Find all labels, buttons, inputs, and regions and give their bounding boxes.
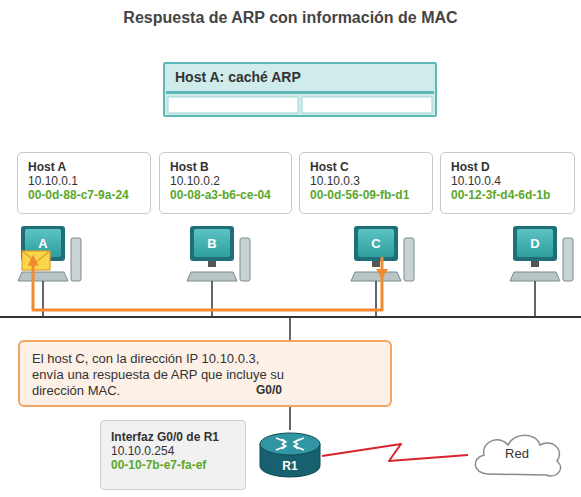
node-heading: Host C: [310, 160, 422, 174]
pc-tower: [240, 238, 250, 281]
router-top: [260, 433, 320, 455]
edge-group: [33, 257, 468, 461]
keyboard: [510, 272, 560, 281]
table-cell: [302, 97, 432, 113]
monitor-bezel: [21, 226, 65, 261]
node-text: 00-0d-56-09-fb-d1: [310, 188, 422, 202]
keyboard: [187, 272, 237, 281]
table-cell: [168, 97, 298, 113]
serial-link: [322, 444, 468, 461]
note-box: El host C, con la dirección IP 10.10.0.3…: [18, 340, 392, 407]
router-arrows: [276, 438, 304, 450]
pc-a-body: [18, 226, 81, 317]
pc-screen: B: [194, 229, 230, 257]
pc-screen: A: [25, 229, 61, 257]
pc-drop-wire: [375, 281, 377, 317]
node-text: 00-12-3f-d4-6d-1b: [451, 188, 564, 202]
host-info-box: Host D10.10.0.400-12-3f-d4-6d-1b: [440, 152, 575, 214]
monitor-bezel: [354, 226, 398, 261]
cloud-symbol: Red: [468, 428, 566, 482]
pc-drop-wire: [42, 281, 44, 317]
pc-d-body: [510, 226, 573, 317]
pc-b-body: [187, 226, 250, 317]
keyboard: [18, 272, 68, 281]
arp-reply-arrow: [33, 257, 382, 310]
arp-cache-box: Host A: caché ARP: [163, 62, 437, 117]
pc-drop-wire: [534, 281, 536, 317]
router-symbol: R1: [258, 428, 322, 484]
node-text: 10.10.0.3: [310, 174, 422, 188]
pc-tower: [71, 238, 81, 281]
node-heading: El host C, con la dirección IP 10.10.0.3…: [32, 351, 287, 399]
node-heading: C: [371, 236, 380, 251]
node-heading: Host A: [28, 160, 140, 174]
pc-tower: [404, 238, 414, 281]
envelope-flap: [22, 251, 50, 262]
node-heading: Red: [468, 446, 566, 461]
node-text: 10.10.0.1: [28, 174, 140, 188]
monitor-stand: [531, 261, 539, 267]
node-text: 10.10.0.254: [111, 444, 235, 458]
monitor-stand: [39, 261, 47, 267]
pc-c-body: [351, 226, 414, 317]
node-text: 00-0d-88-c7-9a-24: [28, 188, 140, 202]
node-heading: D: [530, 236, 539, 251]
interface-label: G0/0: [256, 383, 282, 397]
node-text: 00-10-7b-e7-fa-ef: [111, 458, 235, 472]
node-text: 10.10.0.2: [170, 174, 281, 188]
pc-screen: C: [358, 229, 394, 257]
pc-tower: [563, 238, 573, 281]
node-text: 00-08-a3-b6-ce-04: [170, 188, 281, 202]
interface-box: Interfaz G0/0 de R110.10.0.25400-10-7b-e…: [100, 420, 246, 490]
direction-arrowhead: [376, 269, 388, 279]
host-info-box: Host C10.10.0.300-0d-56-09-fb-d1: [299, 152, 433, 214]
node-heading: A: [38, 236, 47, 251]
monitor-stand: [208, 261, 216, 267]
node-heading: Host B: [170, 160, 281, 174]
node-heading: Host A: caché ARP: [175, 69, 425, 85]
pc-drop-wire: [211, 281, 213, 317]
monitor-stand: [372, 261, 380, 267]
envelope-icon: [22, 251, 50, 270]
monitor-bezel: [513, 226, 557, 261]
node-heading: B: [207, 236, 216, 251]
host-info-box: Host A10.10.0.100-0d-88-c7-9a-24: [17, 152, 151, 214]
diagram-title: Respuesta de ARP con información de MAC: [0, 9, 581, 27]
envelope-body: [22, 251, 50, 270]
keyboard: [351, 272, 401, 281]
arp-cache-table: [166, 91, 434, 113]
node-heading: R1: [258, 459, 322, 473]
pc-screen: D: [517, 229, 553, 257]
table-header-band: [166, 91, 434, 94]
router-outline: [258, 428, 322, 484]
host-info-box: Host B10.10.0.200-08-a3-b6-ce-04: [159, 152, 292, 214]
node-heading: Interfaz G0/0 de R1: [111, 430, 235, 444]
node-heading: Host D: [451, 160, 564, 174]
monitor-bezel: [190, 226, 234, 261]
node-text: 10.10.0.4: [451, 174, 564, 188]
